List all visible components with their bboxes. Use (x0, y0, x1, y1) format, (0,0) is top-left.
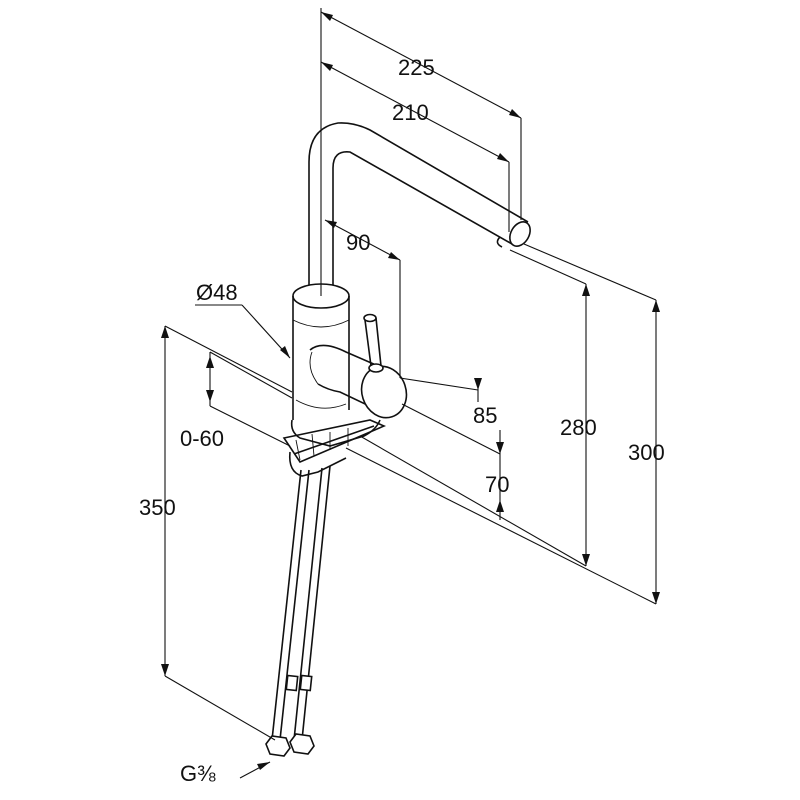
faucet-outline (265, 122, 531, 757)
dim-300: 300 (628, 440, 665, 465)
dimension-lines (161, 8, 660, 779)
dimension-labels: 225 210 90 Ø48 0-60 85 70 280 300 350 G⅜ (139, 55, 665, 786)
dim-85: 85 (473, 403, 497, 428)
dim-body-diameter: Ø48 (196, 280, 238, 305)
dim-0-60: 0-60 (180, 426, 224, 451)
dim-350: 350 (139, 495, 176, 520)
spout (308, 122, 531, 296)
dim-225: 225 (398, 55, 435, 80)
dim-70: 70 (485, 472, 509, 497)
dim-connection-thread: G⅜ (180, 761, 216, 786)
mounting-base (282, 419, 387, 477)
dim-90: 90 (346, 230, 370, 255)
body (292, 283, 350, 420)
dim-210: 210 (392, 100, 429, 125)
lever-cartridge (309, 313, 408, 419)
supply-hoses (265, 465, 331, 757)
dim-280: 280 (560, 415, 597, 440)
